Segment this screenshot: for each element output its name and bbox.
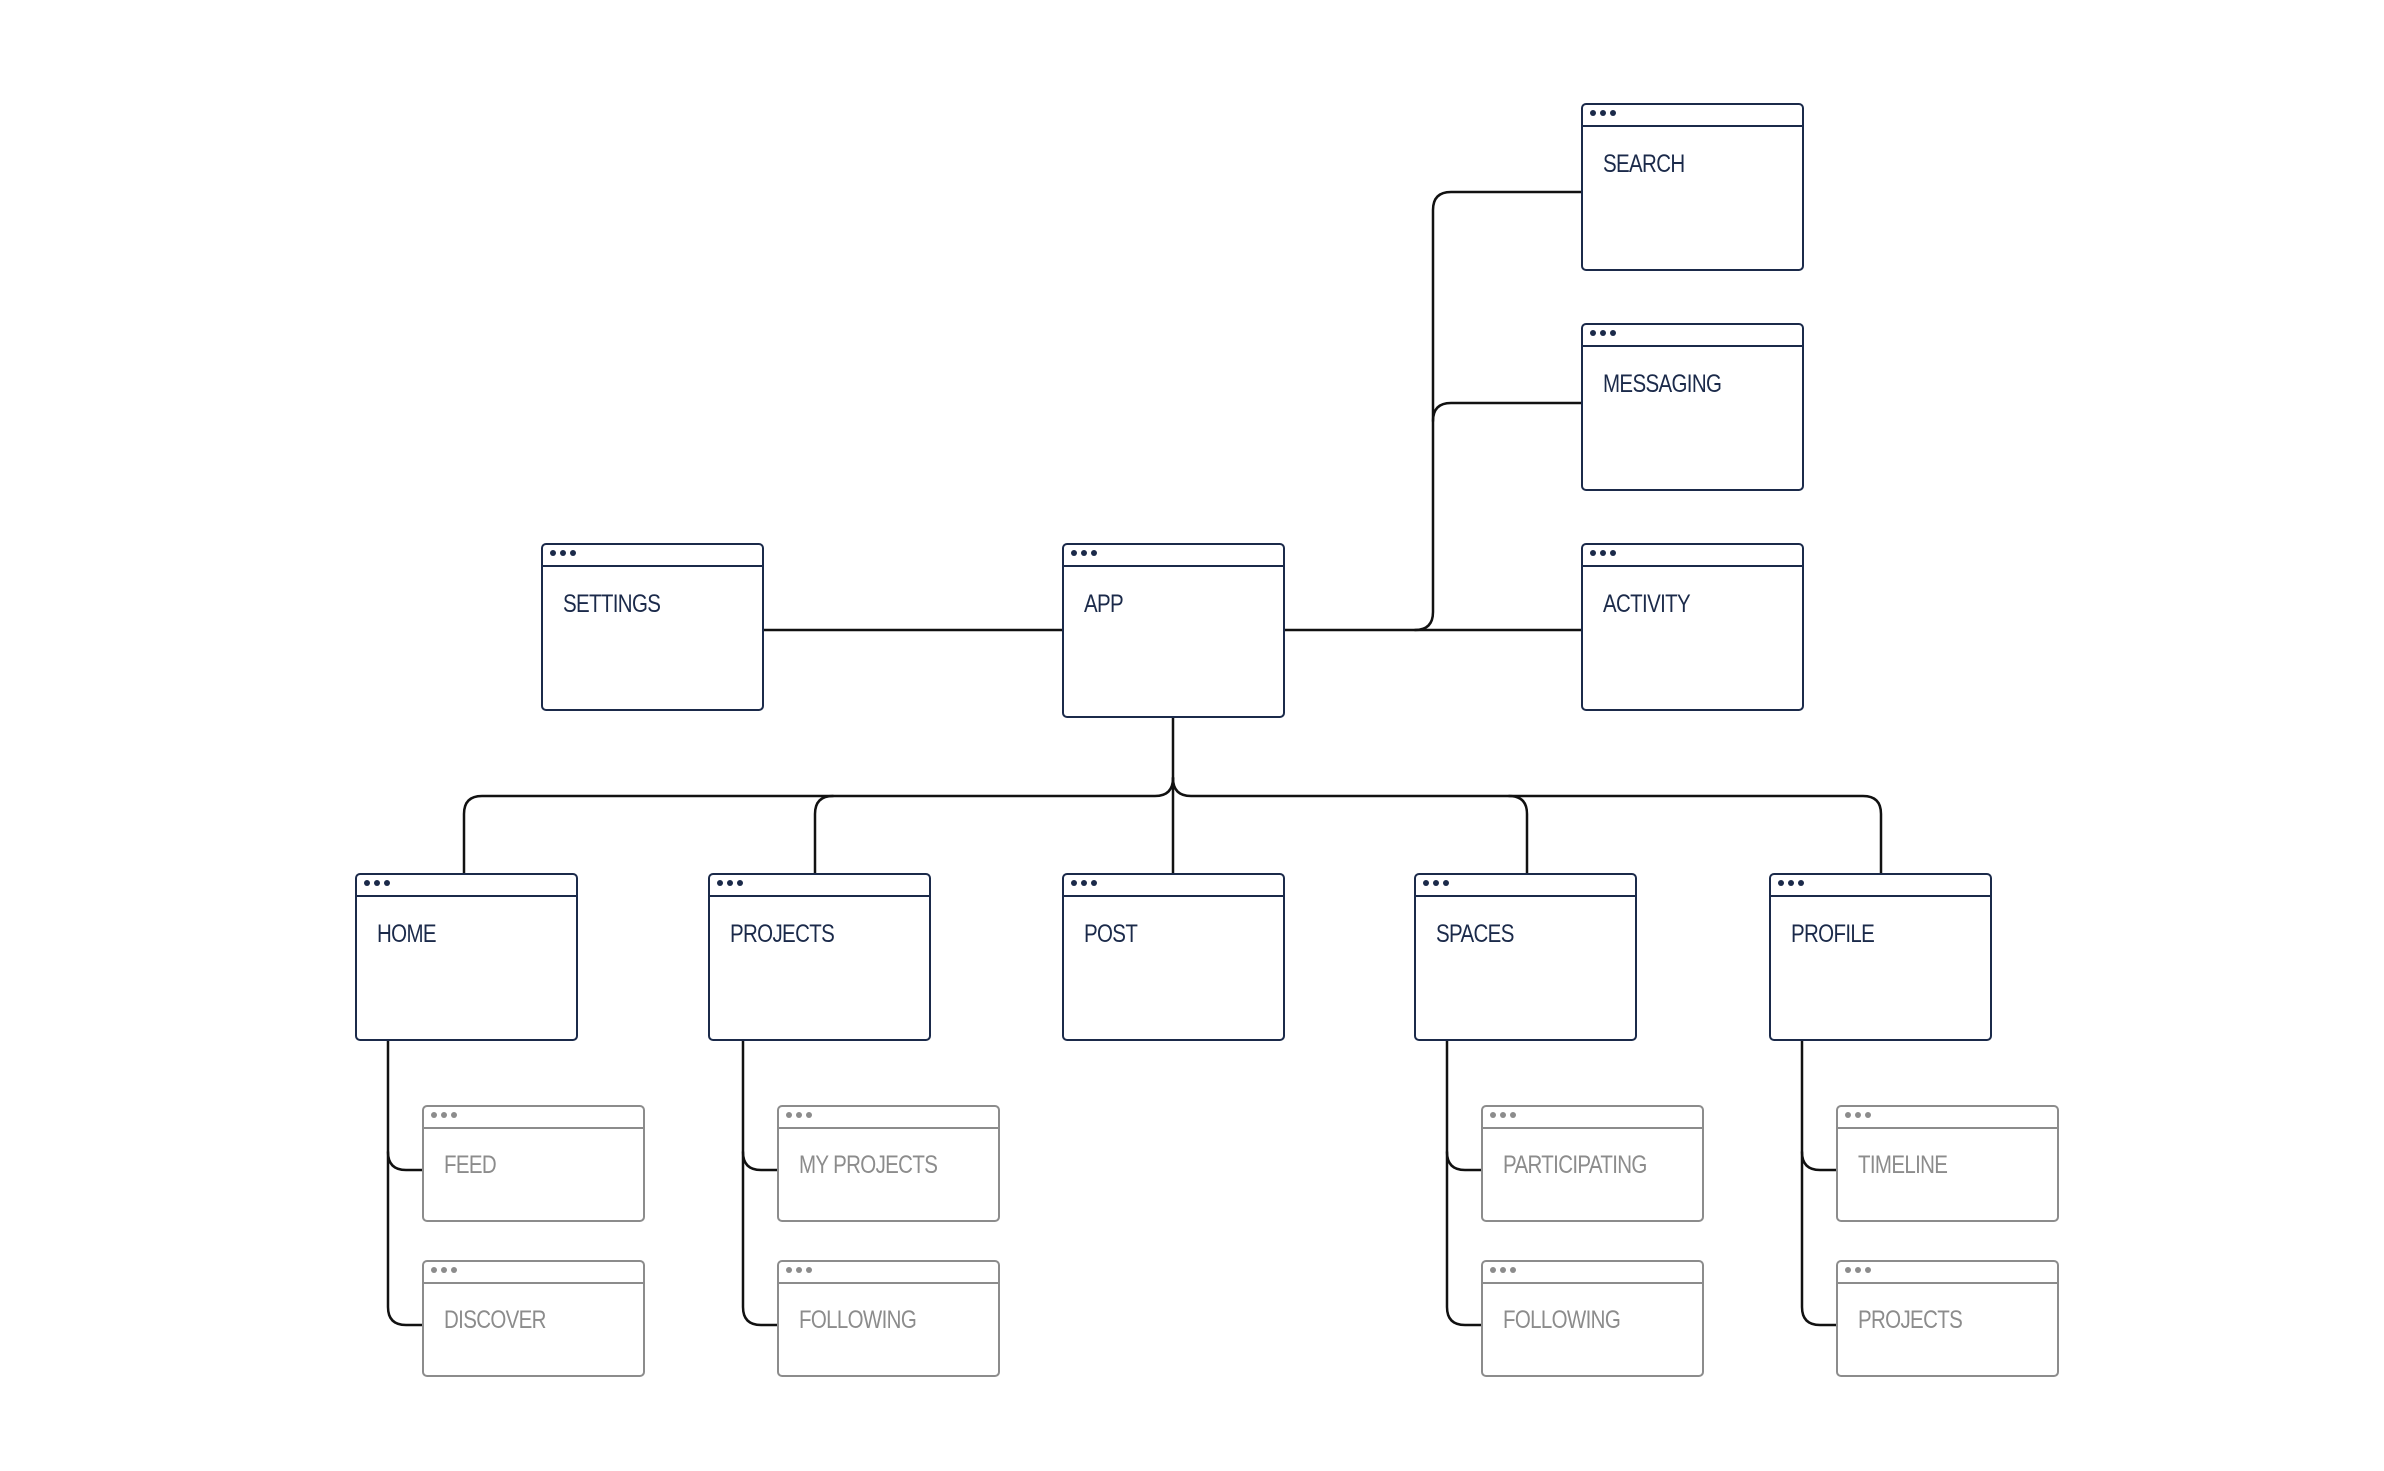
window-dots-icon xyxy=(1071,880,1097,886)
window-titlebar xyxy=(1583,325,1802,347)
node-spaces[interactable]: SPACES xyxy=(1414,873,1637,1041)
window-dots-icon xyxy=(1490,1267,1516,1273)
node-label: TIMELINE xyxy=(1858,1151,1948,1179)
window-dots-icon xyxy=(1490,1112,1516,1118)
node-settings[interactable]: SETTINGS xyxy=(541,543,764,711)
connector-projects-following xyxy=(741,1150,780,1327)
node-label: FOLLOWING xyxy=(1503,1306,1621,1334)
node-label: MY PROJECTS xyxy=(799,1151,938,1179)
connector-profile-projects xyxy=(1800,1150,1839,1327)
connector-bus-spaces xyxy=(1507,794,1529,877)
window-titlebar xyxy=(357,875,576,897)
connector-home-discover xyxy=(386,1150,425,1327)
window-dots-icon xyxy=(1845,1112,1871,1118)
node-activity[interactable]: ACTIVITY xyxy=(1581,543,1804,711)
window-titlebar xyxy=(424,1107,643,1129)
window-titlebar xyxy=(1583,105,1802,127)
connector-projects-myprojects xyxy=(741,1038,780,1172)
connector-spaces-participating xyxy=(1445,1038,1484,1172)
window-dots-icon xyxy=(786,1267,812,1273)
connector-bus-projects xyxy=(813,794,835,877)
node-search[interactable]: SEARCH xyxy=(1581,103,1804,271)
window-titlebar xyxy=(1838,1107,2057,1129)
window-dots-icon xyxy=(1423,880,1449,886)
node-label: APP xyxy=(1084,590,1124,618)
node-label: FOLLOWING xyxy=(799,1306,917,1334)
node-label: POST xyxy=(1084,920,1138,948)
window-dots-icon xyxy=(431,1112,457,1118)
node-feed[interactable]: FEED xyxy=(422,1105,645,1222)
node-messaging[interactable]: MESSAGING xyxy=(1581,323,1804,491)
window-titlebar xyxy=(779,1262,998,1284)
node-post[interactable]: POST xyxy=(1062,873,1285,1041)
connector-home-feed xyxy=(386,1038,425,1172)
window-dots-icon xyxy=(364,880,390,886)
window-dots-icon xyxy=(1590,110,1616,116)
node-label: SEARCH xyxy=(1603,150,1685,178)
node-label: PROJECTS xyxy=(1858,1306,1963,1334)
node-label: PROFILE xyxy=(1791,920,1875,948)
window-titlebar xyxy=(543,545,762,567)
node-label: FEED xyxy=(444,1151,497,1179)
node-label: MESSAGING xyxy=(1603,370,1722,398)
window-titlebar xyxy=(424,1262,643,1284)
window-titlebar xyxy=(1771,875,1990,897)
window-dots-icon xyxy=(786,1112,812,1118)
node-label: SETTINGS xyxy=(563,590,661,618)
window-titlebar xyxy=(1838,1262,2057,1284)
connector-spaces-following xyxy=(1445,1150,1484,1327)
node-projects[interactable]: PROJECTS xyxy=(708,873,931,1041)
node-app[interactable]: APP xyxy=(1062,543,1285,718)
node-home[interactable]: HOME xyxy=(355,873,578,1041)
window-titlebar xyxy=(1483,1107,1702,1129)
node-projects-following[interactable]: FOLLOWING xyxy=(777,1260,1000,1377)
node-label: DISCOVER xyxy=(444,1306,546,1334)
connector-bus-left xyxy=(462,776,1175,877)
node-label: SPACES xyxy=(1436,920,1514,948)
node-label: PARTICIPATING xyxy=(1503,1151,1647,1179)
connector-trunk-search xyxy=(1413,190,1585,632)
node-timeline[interactable]: TIMELINE xyxy=(1836,1105,2059,1222)
node-discover[interactable]: DISCOVER xyxy=(422,1260,645,1377)
window-dots-icon xyxy=(431,1267,457,1273)
window-dots-icon xyxy=(1845,1267,1871,1273)
node-participating[interactable]: PARTICIPATING xyxy=(1481,1105,1704,1222)
connector-trunk-messaging xyxy=(1431,401,1585,423)
window-titlebar xyxy=(1064,875,1283,897)
window-dots-icon xyxy=(1590,550,1616,556)
connector-profile-timeline xyxy=(1800,1038,1839,1172)
window-titlebar xyxy=(710,875,929,897)
window-dots-icon xyxy=(1590,330,1616,336)
connector-bus-right xyxy=(1171,776,1883,877)
window-titlebar xyxy=(1416,875,1635,897)
window-titlebar xyxy=(779,1107,998,1129)
window-dots-icon xyxy=(550,550,576,556)
node-my-projects[interactable]: MY PROJECTS xyxy=(777,1105,1000,1222)
node-spaces-following[interactable]: FOLLOWING xyxy=(1481,1260,1704,1377)
node-label: PROJECTS xyxy=(730,920,835,948)
window-titlebar xyxy=(1483,1262,1702,1284)
window-dots-icon xyxy=(1778,880,1804,886)
node-label: HOME xyxy=(377,920,437,948)
node-label: ACTIVITY xyxy=(1603,590,1691,618)
node-profile-projects[interactable]: PROJECTS xyxy=(1836,1260,2059,1377)
node-profile[interactable]: PROFILE xyxy=(1769,873,1992,1041)
window-dots-icon xyxy=(1071,550,1097,556)
window-titlebar xyxy=(1064,545,1283,567)
window-dots-icon xyxy=(717,880,743,886)
window-titlebar xyxy=(1583,545,1802,567)
